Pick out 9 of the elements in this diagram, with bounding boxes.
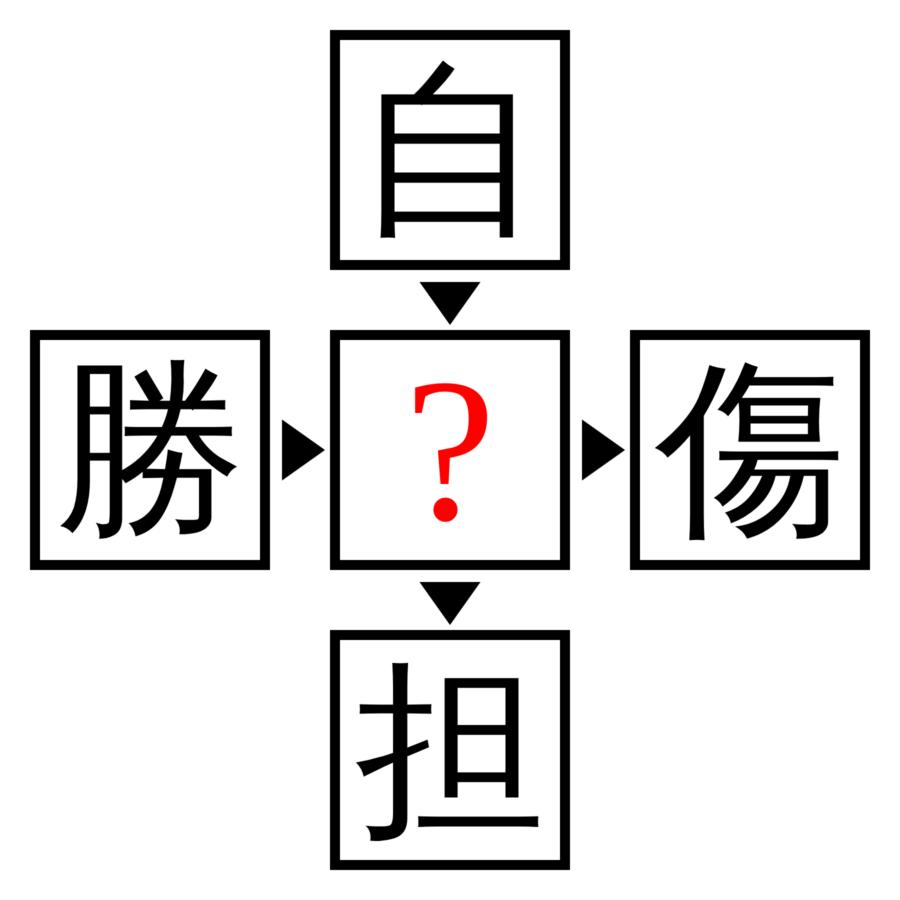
question-box: ?	[330, 330, 570, 570]
kanji-box: 担	[330, 630, 570, 870]
arrow	[420, 282, 480, 325]
arrow	[282, 420, 325, 480]
arrow	[420, 582, 480, 625]
arrow	[582, 420, 625, 480]
kanji-box: 自	[330, 30, 570, 270]
kanji-box: 傷	[630, 330, 870, 570]
kanji-box: 勝	[30, 330, 270, 570]
